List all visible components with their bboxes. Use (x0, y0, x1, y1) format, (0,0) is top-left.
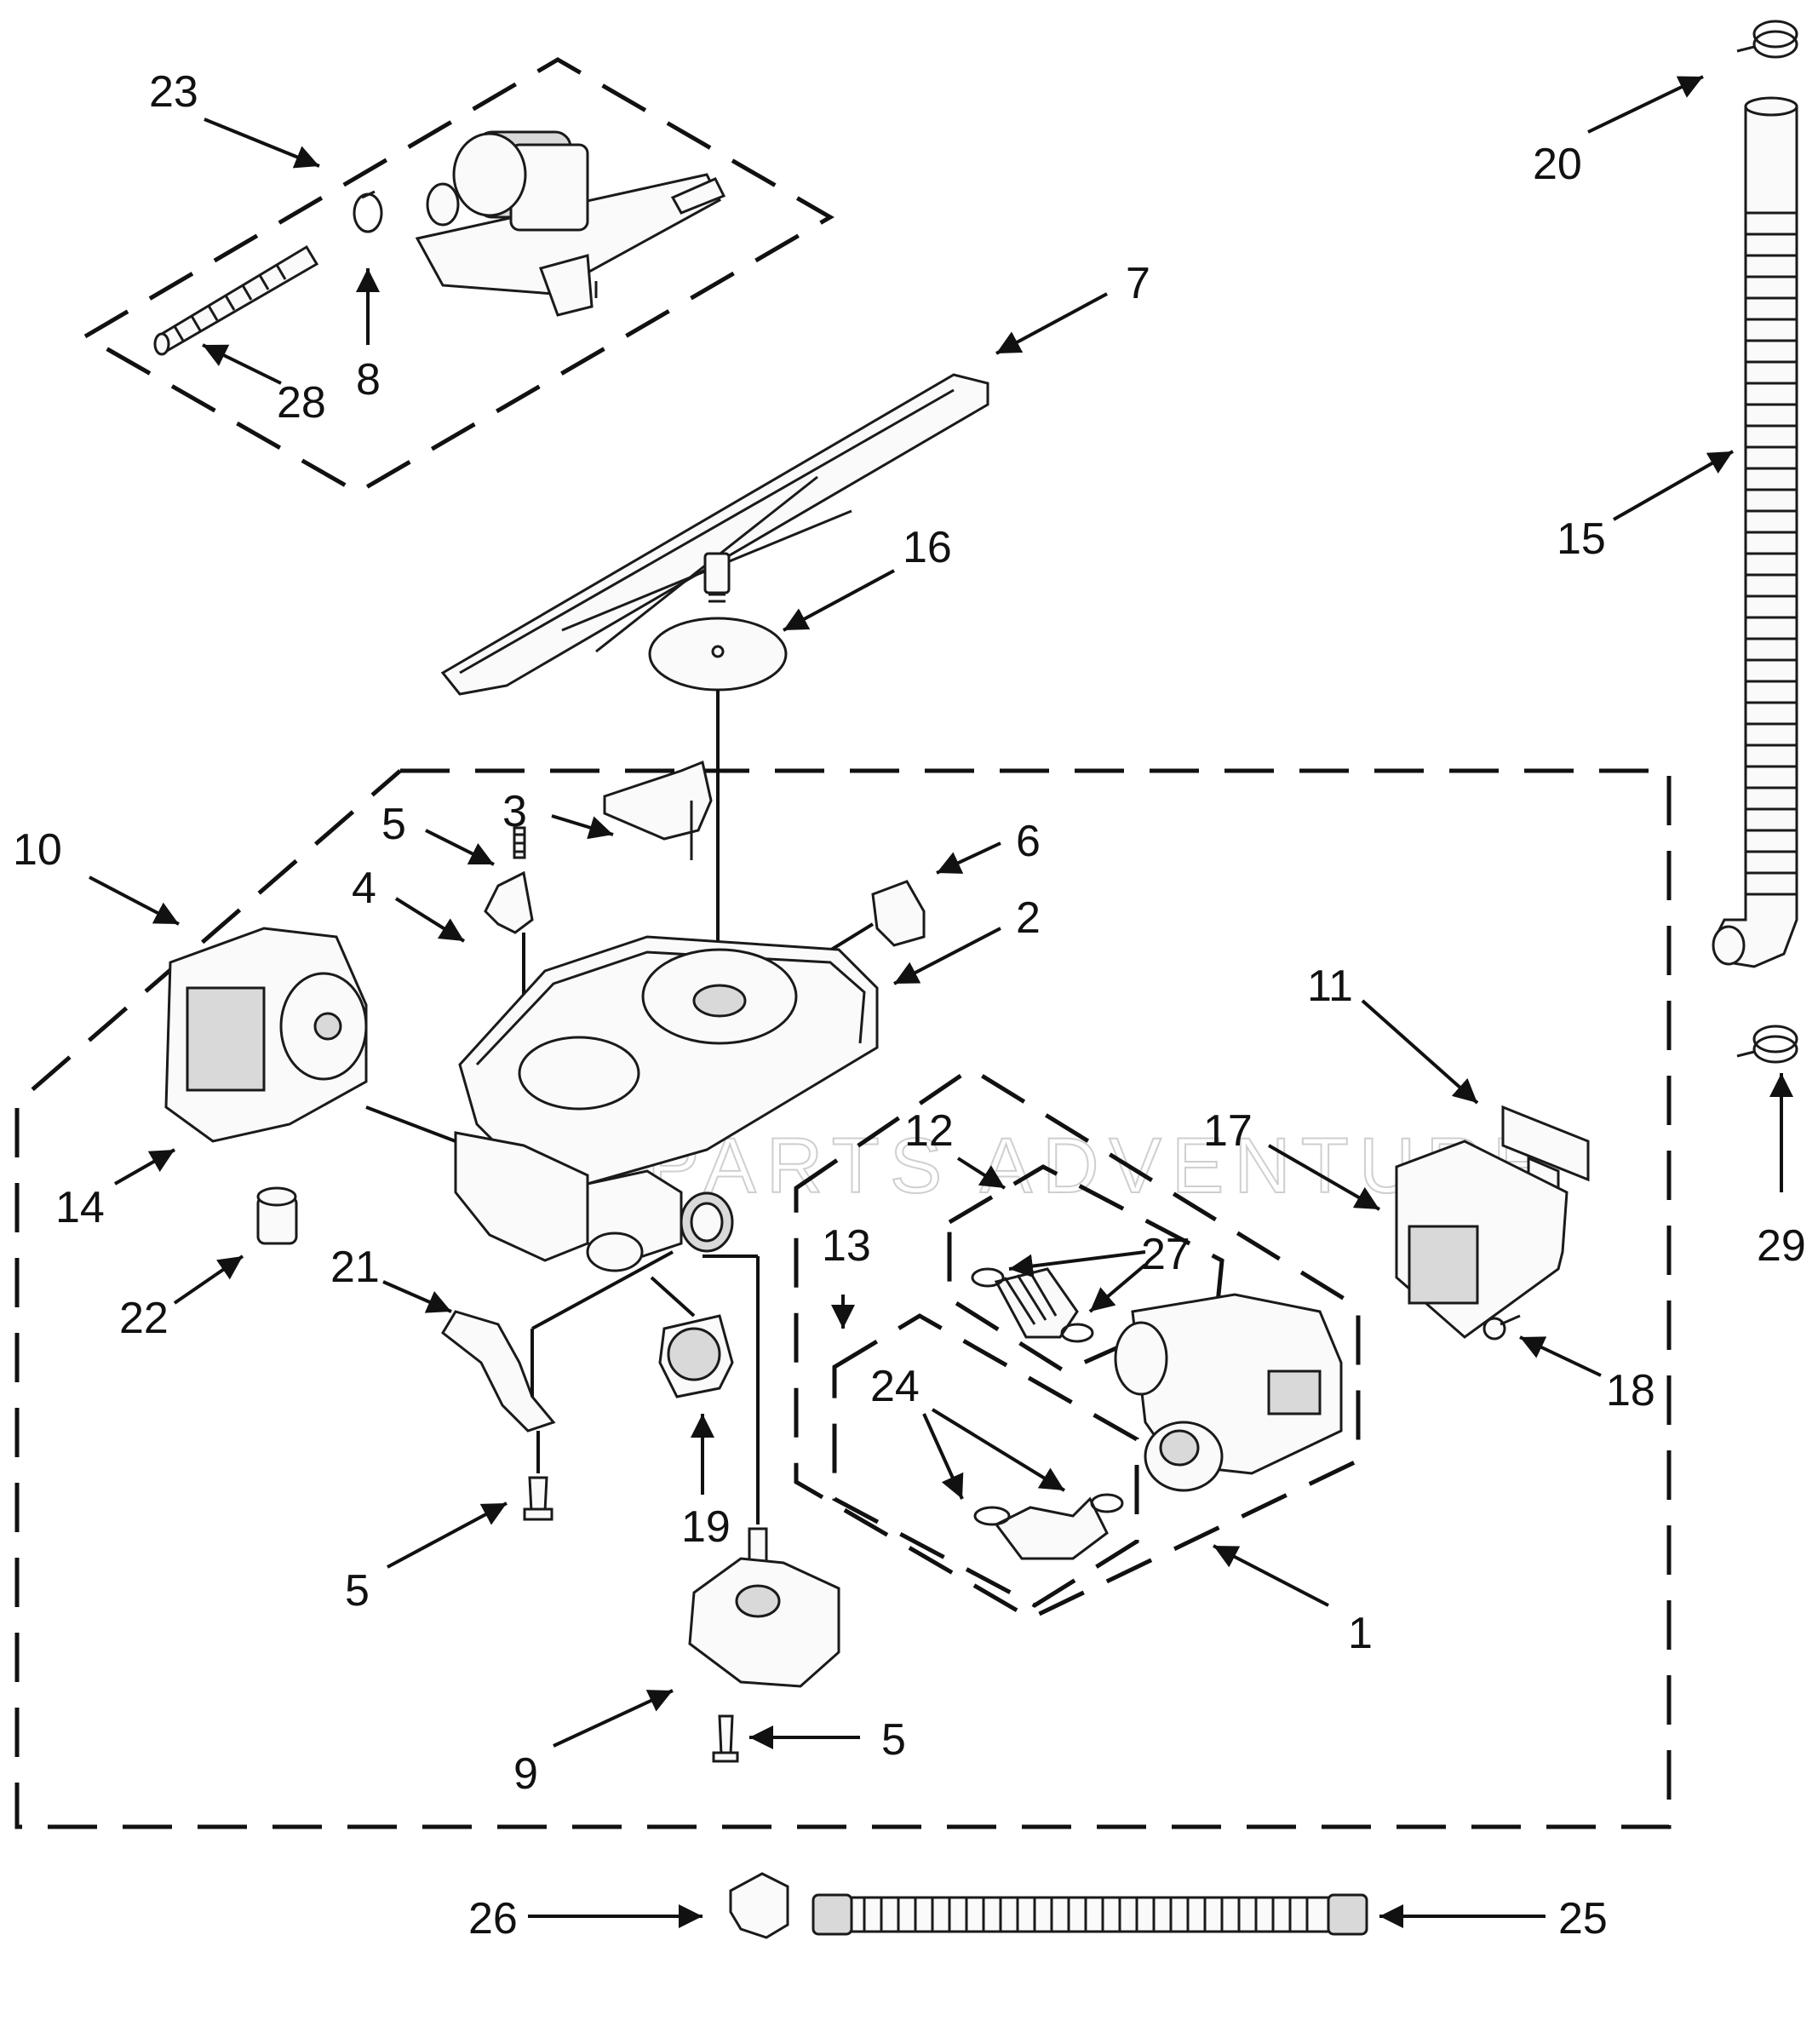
arrow-21 (382, 1280, 452, 1313)
group-12-outline (947, 1164, 1224, 1374)
fill-hose-15-part (1712, 96, 1798, 968)
arrow-20 (1587, 75, 1704, 134)
callout-10: 10 (13, 825, 62, 875)
group-10-outline (14, 768, 1672, 1829)
callout-25: 25 (1558, 1894, 1608, 1944)
arrow-10 (89, 876, 180, 926)
screw-18-part (1483, 1314, 1521, 1341)
callout-16: 16 (903, 523, 952, 572)
group-1-outline (794, 1066, 1361, 1621)
callout-28: 28 (277, 378, 326, 428)
arrow-6 (936, 841, 1001, 875)
callout-15: 15 (1557, 514, 1606, 564)
drain-hose-25-part (812, 1893, 1368, 1936)
callout-2: 2 (1016, 893, 1041, 943)
filter-disk-part (648, 617, 788, 962)
arrow-28 (202, 343, 282, 385)
coupling-27-part (971, 1267, 1094, 1343)
callout-17: 17 (1203, 1106, 1253, 1156)
arrow-24a (922, 1413, 964, 1500)
motor-14-part (164, 927, 456, 1143)
callout-27: 27 (1141, 1230, 1190, 1279)
sump-housing-part (454, 935, 879, 1272)
callout-26: 26 (468, 1894, 518, 1944)
arrow-1 (1213, 1544, 1329, 1607)
bracket-21-part (441, 1250, 674, 1473)
callout-20: 20 (1533, 140, 1582, 189)
callout-14: 14 (55, 1183, 105, 1232)
group-23-outline (81, 57, 834, 495)
callout-5b: 5 (345, 1566, 370, 1616)
valve-19-part (650, 1276, 734, 1398)
callout-9: 9 (513, 1749, 538, 1799)
arrow-11 (1361, 999, 1479, 1105)
callout-7: 7 (1126, 259, 1150, 308)
spray-arm-part (440, 373, 989, 696)
callout-5c: 5 (881, 1715, 906, 1765)
arrow-12 (956, 1157, 1006, 1190)
screw-5c-part (712, 1714, 739, 1763)
callout-12: 12 (904, 1106, 954, 1156)
arrow-9 (553, 1689, 674, 1748)
arrow-5a (425, 829, 495, 866)
circulation-pump-1-part (1114, 1293, 1343, 1492)
callout-21: 21 (330, 1243, 380, 1292)
callout-3: 3 (502, 787, 527, 836)
arrow-17 (1268, 1144, 1380, 1211)
callout-6: 6 (1016, 817, 1041, 866)
clip-26-part (729, 1872, 789, 1939)
callout-19: 19 (681, 1502, 731, 1552)
callout-8: 8 (356, 355, 381, 405)
elbow-hose-24-part (973, 1493, 1124, 1560)
screw-5a-part (513, 826, 526, 859)
callout-18: 18 (1606, 1366, 1655, 1415)
sensor-4-part (484, 870, 534, 996)
hose-clamp-29-part (1736, 1025, 1798, 1064)
hose-clamp-20-part (1736, 20, 1798, 59)
arrow-14 (114, 1148, 175, 1186)
callout-4: 4 (352, 864, 376, 913)
callout-13: 13 (822, 1221, 871, 1271)
arrow-16 (783, 569, 895, 632)
arrow-24b (931, 1408, 1066, 1492)
callout-1: 1 (1348, 1609, 1373, 1658)
hose-clamp-8-part (353, 190, 383, 233)
screw-5b-part (523, 1476, 553, 1521)
arrow-5b (387, 1501, 508, 1569)
arrow-7 (995, 292, 1108, 355)
callout-22: 22 (119, 1294, 169, 1343)
bracket-17-part (1395, 1140, 1569, 1339)
arrow-18 (1519, 1335, 1602, 1377)
arrow-4 (394, 897, 466, 943)
leader-arrows (89, 75, 1793, 1928)
callout-labels: 23 28 8 7 16 3 5 4 6 2 10 14 22 21 5 19 … (13, 67, 1806, 1944)
bracket-3-part (603, 760, 713, 860)
group-13-outline (832, 1313, 1139, 1608)
callout-5a: 5 (381, 800, 406, 849)
drain-pump-assembly-part (415, 130, 726, 317)
callout-24: 24 (870, 1362, 920, 1411)
arrow-15 (1613, 450, 1734, 521)
callout-29: 29 (1757, 1221, 1806, 1271)
arrow-3 (551, 814, 614, 840)
arrow-27b (1088, 1263, 1147, 1313)
thermostat-22-part (256, 1186, 298, 1245)
connector-6-part (816, 880, 926, 960)
arrow-23 (204, 118, 320, 169)
callout-23: 23 (149, 67, 198, 117)
arrow-27a (1008, 1250, 1146, 1278)
drain-hose-28-part (153, 244, 319, 356)
arrow-2 (893, 927, 1001, 985)
callout-11: 11 (1307, 962, 1353, 1011)
arrow-22 (173, 1255, 244, 1305)
pump-base-9-part (688, 1255, 840, 1688)
